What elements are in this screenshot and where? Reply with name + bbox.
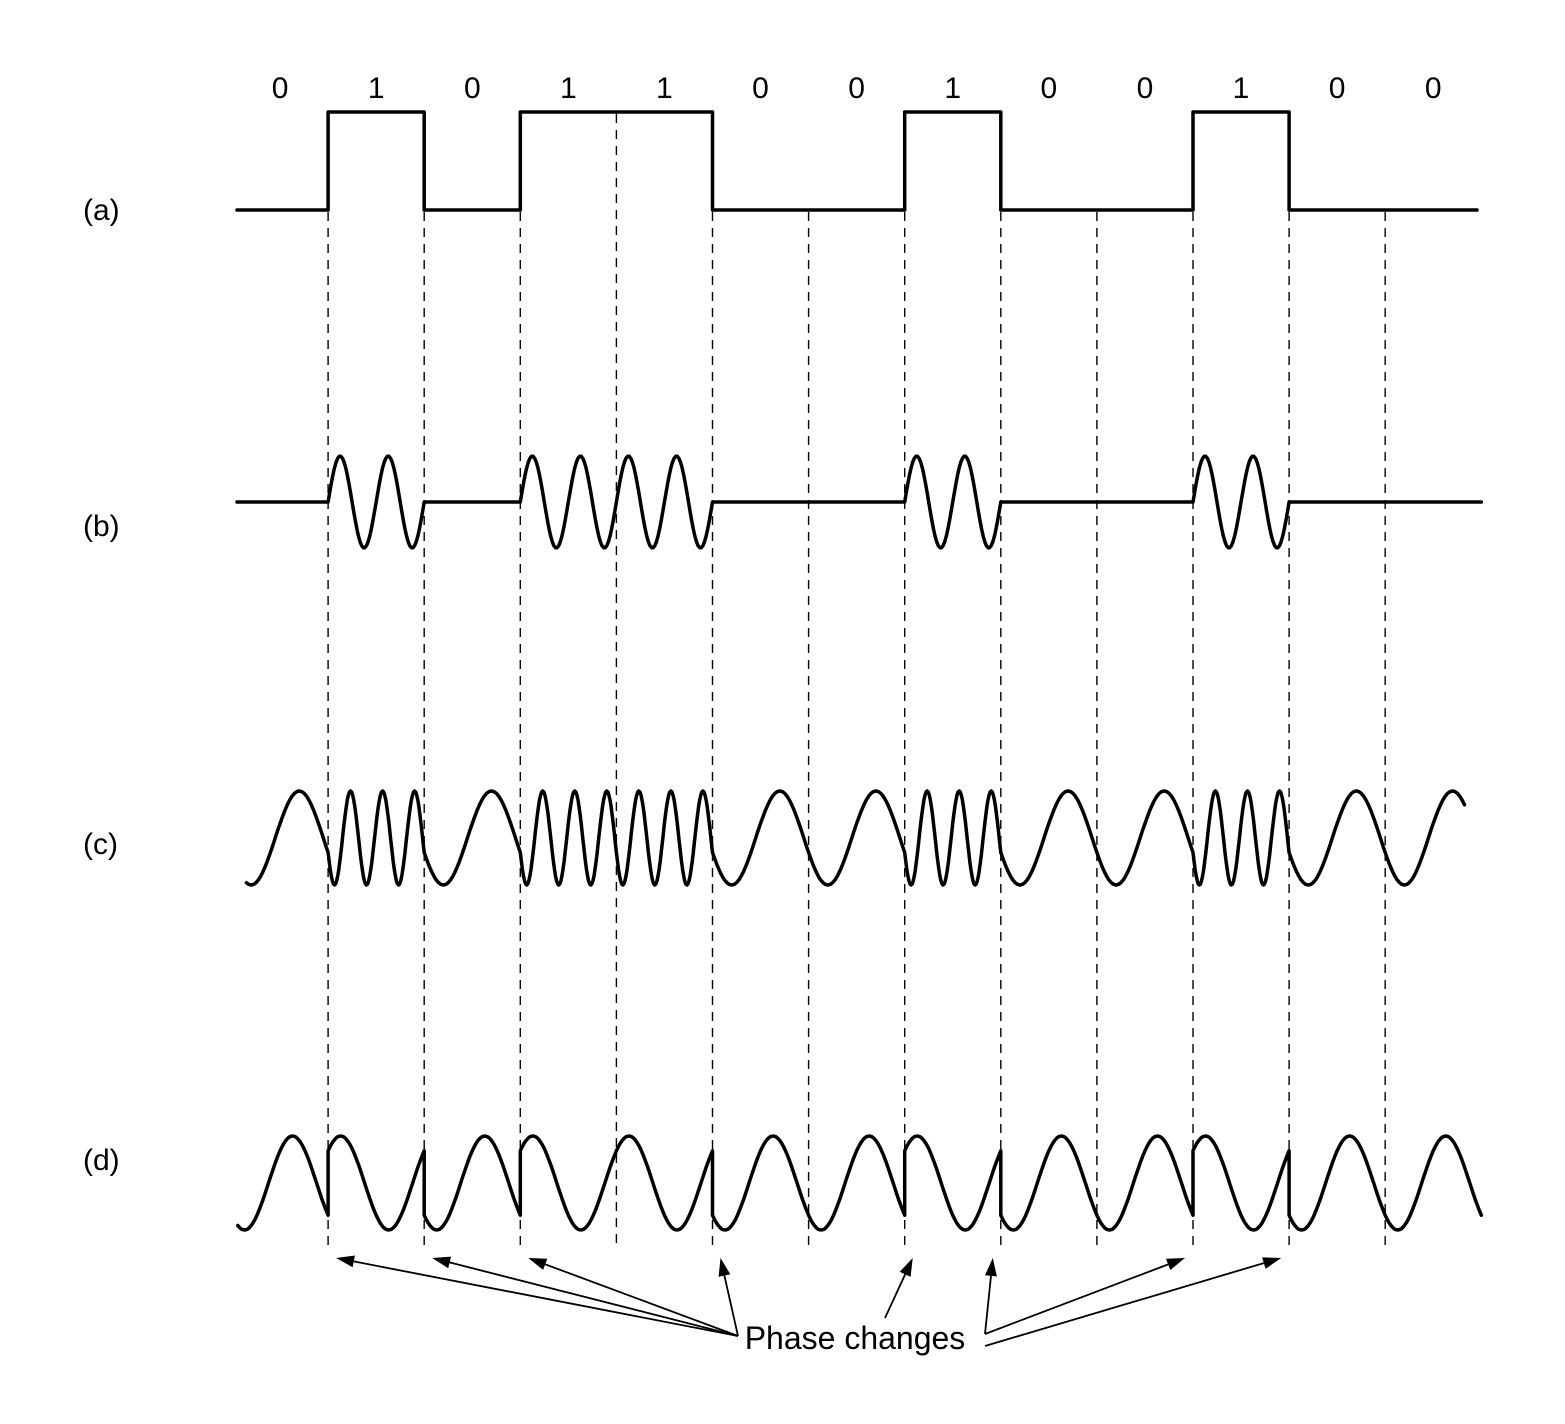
row-label-d: (d) (83, 1144, 120, 1177)
phase-change-arrow-line (449, 1261, 739, 1337)
bit-label: 1 (1233, 72, 1250, 105)
phase-change-arrow-head (899, 1258, 913, 1277)
phase-change-arrow-line (984, 1262, 1265, 1347)
bit-boundary-guides (327, 114, 1386, 1250)
phase-modulation-waveform (236, 1134, 1484, 1232)
phase-change-arrow-line (884, 1273, 907, 1319)
amplitude-modulation-waveform (235, 454, 1484, 550)
phase-change-arrows (336, 1255, 1282, 1347)
binary-signal-waveform (235, 110, 1479, 212)
phase-change-arrow-head (336, 1255, 355, 1268)
phase-change-arrow-head (528, 1258, 548, 1270)
bit-label: 0 (1040, 72, 1057, 105)
bit-label: 1 (368, 72, 385, 105)
bit-labels: 0 1 0 1 1 0 0 1 0 0 1 0 0 (272, 72, 1442, 105)
bit-label: 1 (560, 72, 577, 105)
row-label-b: (b) (83, 510, 120, 543)
bit-label: 0 (1329, 72, 1346, 105)
phase-change-arrow-line (723, 1275, 739, 1337)
bit-label: 0 (272, 72, 289, 105)
phase-change-arrow-line (984, 1263, 1169, 1335)
phase-change-arrow-line (984, 1275, 992, 1335)
phase-change-arrow-head (432, 1256, 452, 1269)
row-label-a: (a) (83, 194, 120, 227)
phase-change-arrow-line (544, 1263, 739, 1337)
phase-changes-caption: Phase changes (745, 1320, 966, 1356)
bit-label: 0 (752, 72, 769, 105)
phase-change-arrow-head (985, 1258, 997, 1277)
phase-change-arrow-head (1166, 1258, 1185, 1270)
bit-label: 1 (944, 72, 961, 105)
bit-label: 0 (464, 72, 481, 105)
row-label-c: (c) (83, 828, 118, 861)
bit-label: 0 (1137, 72, 1154, 105)
bit-label: 1 (656, 72, 673, 105)
phase-change-arrow-head (1262, 1257, 1282, 1269)
phase-change-arrow-head (718, 1258, 731, 1277)
bit-label: 0 (1425, 72, 1442, 105)
bit-label: 0 (848, 72, 865, 105)
frequency-modulation-waveform (244, 789, 1467, 887)
phase-change-arrow-line (353, 1260, 739, 1337)
